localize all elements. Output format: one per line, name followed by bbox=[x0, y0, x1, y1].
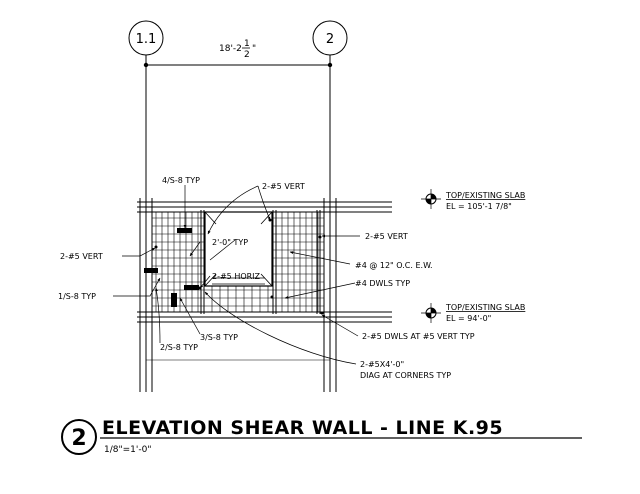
leader-lines bbox=[113, 185, 360, 365]
top-slab bbox=[137, 201, 392, 213]
note-rebar-12: #4 @ 12" O.C. E.W. bbox=[355, 261, 433, 270]
title-block: 2 ELEVATION SHEAR WALL - LINE K.95 1/8"=… bbox=[61, 417, 582, 455]
note-detail-3-s8: 3/S-8 TYP bbox=[200, 333, 238, 342]
annotations: 4/S-8 TYP 2-#5 VERT 2-#5 VERT 2-#5 VERT … bbox=[58, 176, 475, 380]
note-dwls: #4 DWLS TYP bbox=[355, 279, 410, 288]
note-diag-2: DIAG AT CORNERS TYP bbox=[360, 371, 451, 380]
grid-bubble-1-1: 1.1 bbox=[128, 20, 164, 56]
rebar-mesh-left bbox=[152, 212, 205, 312]
note-vert-left: 2-#5 VERT bbox=[60, 252, 103, 261]
grid-bubble-label: 1.1 bbox=[136, 32, 157, 47]
elevation-label: TOP/EXISTING SLAB bbox=[445, 303, 525, 312]
rebar-mesh-right bbox=[272, 212, 324, 312]
dimension-suffix: " bbox=[252, 44, 256, 54]
elevation-label: TOP/EXISTING SLAB bbox=[445, 191, 525, 200]
elevation-value: EL = 94'-0" bbox=[446, 314, 491, 323]
note-detail-2-s8: 2/S-8 TYP bbox=[160, 343, 198, 352]
note-horiz: 2-#5 HORIZ bbox=[212, 272, 261, 281]
note-detail-4-s8: 4/S-8 TYP bbox=[162, 176, 200, 185]
grid-bubble-label: 2 bbox=[326, 32, 334, 47]
note-vert-right: 2-#5 VERT bbox=[365, 232, 408, 241]
title-number: 2 bbox=[71, 426, 86, 451]
bottom-slab bbox=[137, 311, 392, 361]
grid-lines bbox=[145, 55, 331, 392]
elevation-marker-bottom: TOP/EXISTING SLAB EL = 94'-0" bbox=[421, 303, 525, 323]
scale-text: 1/8"=1'-0" bbox=[104, 445, 151, 455]
note-typ-2-0: 2'-0" TYP bbox=[212, 238, 248, 247]
dimension-frac-den: 2 bbox=[244, 50, 250, 60]
rebar-dots bbox=[154, 218, 324, 315]
elevation-value: EL = 105'-1 7/8" bbox=[446, 202, 512, 211]
wall-opening bbox=[204, 211, 273, 287]
dimension-whole: 18'-2 bbox=[219, 44, 242, 54]
note-detail-1-s8: 1/S-8 TYP bbox=[58, 292, 96, 301]
dimension-frac-num: 1 bbox=[244, 39, 250, 49]
title-text: ELEVATION SHEAR WALL - LINE K.95 bbox=[102, 417, 503, 439]
note-vert-top: 2-#5 VERT bbox=[262, 182, 305, 191]
grid-bubble-2: 2 bbox=[312, 20, 348, 56]
note-dwls-vert: 2-#5 DWLS AT #5 VERT TYP bbox=[362, 332, 475, 341]
rebar-mesh-bottom bbox=[205, 286, 272, 312]
elevation-marker-top: TOP/EXISTING SLAB EL = 105'-1 7/8" bbox=[421, 189, 525, 211]
dimension-line: 18'-2 1 2 " bbox=[143, 39, 333, 68]
detail-marks bbox=[144, 228, 199, 307]
note-diag-1: 2-#5X4'-0" bbox=[360, 360, 404, 369]
